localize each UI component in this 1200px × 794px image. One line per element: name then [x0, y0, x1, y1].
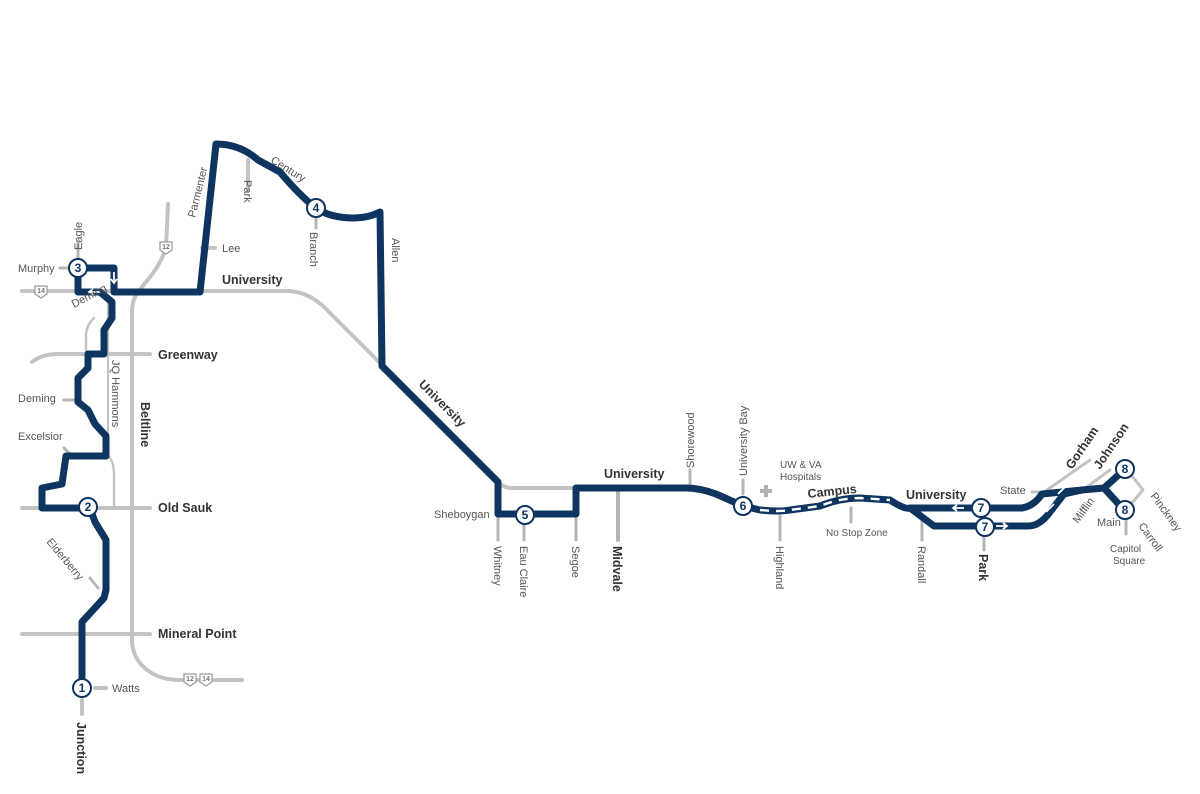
label-state: State — [1000, 485, 1026, 497]
label-murphy: Murphy — [18, 263, 55, 275]
label-lee: Lee — [222, 243, 240, 255]
label-junction: Junction — [74, 722, 88, 774]
label-mifflin: Mifflin — [1071, 496, 1097, 526]
label-segoe: Segoe — [569, 546, 581, 578]
svg-text:1: 1 — [79, 681, 86, 695]
label-greenway: Greenway — [158, 348, 218, 362]
label-pinckney: Pinckney — [1148, 491, 1184, 535]
street-deming-connector — [84, 316, 96, 356]
svg-text:8: 8 — [1122, 503, 1129, 517]
stop-7-south[interactable]: 7 — [975, 517, 995, 537]
svg-text:3: 3 — [75, 261, 82, 275]
route-line-park-branch — [906, 486, 1086, 530]
label-main: Main — [1097, 517, 1121, 529]
svg-text:7: 7 — [978, 501, 985, 515]
tick-elderberry — [88, 576, 100, 590]
label-midvale: Midvale — [610, 546, 624, 592]
label-no-stop-zone: No Stop Zone — [826, 528, 888, 539]
shield-label: 14 — [37, 288, 45, 295]
label-branch: Branch — [307, 232, 319, 267]
label-shorewood: Shorewood — [685, 412, 697, 468]
route-line-main — [38, 140, 1128, 692]
label-university-west: University — [222, 273, 282, 287]
highway-shields: 12 14 12 14 — [34, 241, 213, 687]
stop-8-north[interactable]: 8 — [1115, 459, 1135, 479]
label-university-mid: University — [604, 467, 664, 481]
label-eagle: Eagle — [73, 222, 85, 250]
brt-route — [38, 140, 1128, 692]
svg-text:5: 5 — [522, 508, 529, 522]
stop-3[interactable]: 3 — [68, 258, 88, 278]
stop-1[interactable]: 1 — [72, 678, 92, 698]
street-beltline — [130, 202, 244, 682]
hospital-icon — [760, 485, 772, 497]
svg-text:4: 4 — [313, 201, 320, 215]
direction-arrows — [87, 272, 1067, 530]
street-university-west — [20, 289, 385, 368]
arrow-icon-east — [996, 522, 1009, 530]
label-whitney: Whitney — [491, 546, 503, 586]
stop-8-south[interactable]: 8 — [1115, 500, 1135, 520]
label-park-south: Park — [976, 554, 990, 581]
label-campus: Campus — [807, 482, 858, 501]
us-14-shield-icon: 14 — [199, 673, 213, 687]
svg-text:7: 7 — [982, 520, 989, 534]
stops: 1 2 3 4 5 6 7 7 — [68, 198, 1135, 698]
label-beltline: Beltline — [138, 402, 152, 447]
street-university-mid-gray — [495, 478, 582, 490]
label-hospital-line1: UW & VA — [780, 460, 822, 471]
label-capitol-line1: Capitol — [1110, 544, 1141, 555]
arrow-icon-south — [110, 272, 118, 285]
label-watts: Watts — [112, 683, 140, 695]
svg-text:8: 8 — [1122, 462, 1129, 476]
shield-label: 12 — [186, 676, 194, 683]
arrow-icon-ne — [1045, 503, 1055, 513]
label-old-sauk: Old Sauk — [158, 501, 212, 515]
label-hospital-line2: Hospitals — [780, 472, 821, 483]
label-allen: Allen — [389, 238, 401, 262]
arrow-icon-ne-2 — [1057, 485, 1067, 495]
shield-label: 12 — [162, 244, 170, 251]
arrow-icon-west — [87, 288, 100, 296]
label-university-east: University — [906, 488, 966, 502]
label-randall: Randall — [915, 546, 927, 583]
arrow-icon-west-east — [951, 504, 964, 512]
street-greenway — [30, 352, 152, 364]
shield-label: 14 — [202, 676, 210, 683]
label-mineral-point: Mineral Point — [158, 627, 237, 641]
street-gorham-ext — [1042, 458, 1092, 494]
stop-2[interactable]: 2 — [78, 497, 98, 517]
svg-text:2: 2 — [85, 500, 92, 514]
label-park-north: Park — [241, 180, 253, 203]
us-12-shield-icon: 12 — [159, 241, 173, 255]
stop-7-north[interactable]: 7 — [971, 498, 991, 518]
stop-5[interactable]: 5 — [515, 505, 535, 525]
label-highland: Highland — [773, 546, 785, 589]
label-excelsior: Excelsior — [18, 431, 63, 443]
label-elderberry: Elderberry — [44, 536, 86, 583]
stop-6[interactable]: 6 — [733, 496, 753, 516]
label-jq-hammons: JQ Hammons — [109, 360, 121, 428]
us-12-shield-icon: 12 — [183, 673, 197, 687]
label-deming-west: Deming — [18, 393, 56, 405]
label-university-bay: University Bay — [738, 405, 750, 476]
label-capitol-line2: Square — [1113, 556, 1146, 567]
label-sheboygan: Sheboygan — [434, 509, 490, 521]
us-14-shield-icon: 14 — [34, 285, 48, 299]
stop-4[interactable]: 4 — [306, 198, 326, 218]
label-eau-claire: Eau Claire — [517, 546, 529, 597]
svg-text:6: 6 — [740, 499, 747, 513]
